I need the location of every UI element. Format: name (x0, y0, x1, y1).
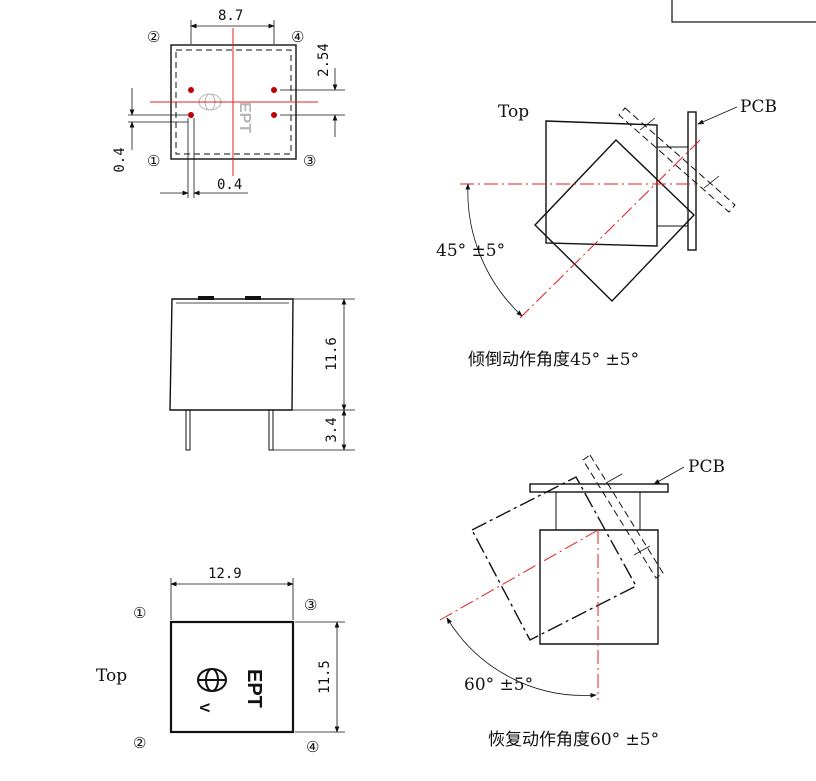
bottom-view-logo-icon (197, 668, 227, 692)
recover-angled-centerline (439, 529, 599, 621)
pin-label-2: ② (147, 28, 160, 46)
tilt-pcb-board (687, 111, 697, 251)
recover-angle-arc (446, 617, 597, 698)
bottom-view-top-label: Top (96, 666, 127, 686)
recover-diagram: PCB 60° ±5° 恢复动作角度60° ±5° (439, 454, 725, 750)
tilt-upright-body (545, 120, 658, 247)
bottom-view-outline (169, 620, 295, 734)
pin-label-1: ① (147, 152, 160, 170)
pin-dot-1 (188, 112, 194, 118)
side-view-body (169, 298, 294, 411)
recover-upright-body (539, 529, 659, 645)
recover-pcb-label: PCB (688, 457, 725, 477)
dim-body-height: 11.6 (324, 337, 340, 371)
tilt-tilted-body (534, 139, 695, 302)
tilt-angle-label: 45° ±5° (436, 241, 505, 261)
dim-top-width: 8.7 (218, 8, 243, 24)
top-view-faint-logo: EPT (198, 93, 253, 133)
dim-pin-pitch: 2.54 (316, 43, 332, 77)
dim-bottom-width: 12.9 (208, 566, 242, 582)
dim-offset-bottom: 0.4 (217, 177, 242, 193)
bottom-pin-label-3: ③ (304, 596, 317, 614)
title-block-frame (671, 0, 816, 23)
side-view-lead-left (185, 409, 191, 451)
side-view: 11.6 3.4 (169, 296, 355, 451)
top-view-faint-brand: EPT (236, 102, 253, 133)
pin-dot-3 (271, 112, 277, 118)
dim-lead-length: 3.4 (324, 417, 340, 442)
side-view-tab-left (198, 296, 214, 300)
pin-label-4: ④ (291, 28, 304, 46)
bottom-view: 12.9 11.5 EPT V Top ① ② ③ ④ (96, 566, 345, 756)
bottom-view-brand: EPT (243, 669, 265, 708)
bottom-pin-label-2: ② (133, 734, 146, 752)
dim-bottom-height: 11.5 (317, 660, 333, 694)
bottom-view-letter: V (197, 703, 213, 713)
pin-label-3: ③ (303, 152, 316, 170)
tilt-pcb-label: PCB (740, 97, 777, 117)
tilt-top-label: Top (498, 102, 529, 122)
recover-dashed-lead (582, 454, 664, 579)
tilt-caption: 倾倒动作角度45° ±5° (468, 350, 639, 370)
recover-tilted-body (471, 476, 637, 641)
tilt-angle-arc (465, 183, 523, 317)
side-view-tab-right (245, 296, 261, 300)
tilt-angled-centerline (519, 139, 701, 319)
tilt-diagram: Top PCB 45° ±5° 倾倒动作角度45° ±5° (436, 97, 777, 370)
tilt-dashed-lead (618, 107, 736, 213)
top-view: EPT ② ④ ① ③ 8.7 2.54 0.4 0.4 (112, 8, 345, 198)
pin-dot-2 (188, 87, 194, 93)
recover-caption: 恢复动作角度60° ±5° (488, 730, 659, 750)
dim-offset-left: 0.4 (112, 147, 128, 172)
recover-angle-label: 60° ±5° (464, 675, 533, 695)
bottom-pin-label-4: ④ (306, 738, 319, 756)
pin-dot-4 (271, 87, 277, 93)
bottom-pin-label-1: ① (133, 604, 146, 622)
recover-pcb-board (529, 483, 669, 493)
side-view-lead-right (268, 409, 274, 451)
